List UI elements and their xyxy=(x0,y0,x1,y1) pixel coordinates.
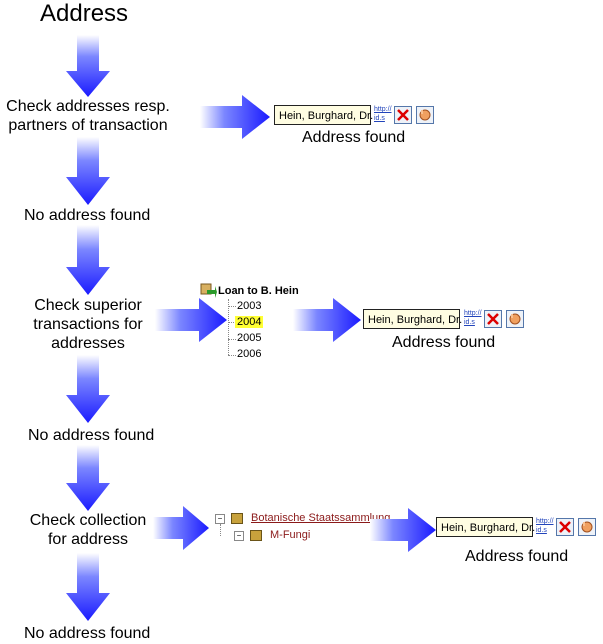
step-check-transaction-partners: Check addresses resp. partners of transa… xyxy=(6,98,170,134)
delete-button[interactable] xyxy=(394,106,412,124)
delete-x-icon xyxy=(487,313,499,325)
right-arrow-5 xyxy=(370,508,436,552)
hyperlink-bottom[interactable]: id.s xyxy=(536,527,547,534)
no-address-label-3: No address found xyxy=(24,625,151,642)
delete-button[interactable] xyxy=(556,518,574,536)
step-check-superior-transactions: Check superior transactions for addresse… xyxy=(33,297,143,352)
hand-icon xyxy=(581,521,593,533)
transaction-tree-root[interactable]: Loan to B. Hein xyxy=(218,285,299,297)
right-arrow-4 xyxy=(153,506,209,550)
hand-icon xyxy=(419,109,431,121)
delete-x-icon xyxy=(397,109,409,121)
year-item-2005[interactable]: 2005 xyxy=(237,332,262,344)
down-arrow-1 xyxy=(66,35,110,97)
collection-root-link[interactable]: Botanische Staatssammlung xyxy=(251,512,391,524)
subcollection-folder-icon xyxy=(250,530,262,541)
edit-button[interactable] xyxy=(416,106,434,124)
collapse-icon[interactable]: − xyxy=(234,531,244,541)
address-field[interactable]: Hein, Burghard, Dr. xyxy=(363,309,462,329)
hyperlink-bottom[interactable]: id.s xyxy=(464,319,475,326)
address-field[interactable]: Hein, Burghard, Dr. xyxy=(274,105,373,125)
edit-button[interactable] xyxy=(506,310,524,328)
address-found-label: Address found xyxy=(465,548,569,565)
right-arrow-3 xyxy=(293,298,361,342)
step-check-collection: Check collection for address xyxy=(29,512,147,548)
right-arrow-2 xyxy=(155,298,227,342)
transaction-tree-icon xyxy=(200,283,217,298)
collection-folder-icon xyxy=(231,513,243,524)
down-arrow-5 xyxy=(66,445,110,511)
no-address-label-1: No address found xyxy=(24,207,151,224)
hand-icon xyxy=(509,313,521,325)
down-arrow-6 xyxy=(66,553,110,621)
no-address-label-2: No address found xyxy=(28,427,155,444)
down-arrow-3 xyxy=(66,225,110,295)
year-item-2003[interactable]: 2003 xyxy=(237,300,262,312)
collapse-icon[interactable]: − xyxy=(215,514,225,524)
address-found-label: Address found xyxy=(392,334,496,351)
delete-x-icon xyxy=(559,521,571,533)
down-arrow-2 xyxy=(66,137,110,205)
address-field[interactable]: Hein, Burghard, Dr. xyxy=(436,517,535,537)
address-found-label: Address found xyxy=(302,129,406,146)
delete-button[interactable] xyxy=(484,310,502,328)
year-item-2004-selected[interactable]: 2004 xyxy=(235,316,264,328)
hyperlink-top[interactable]: http:// xyxy=(536,518,554,525)
hyperlink-top[interactable]: http:// xyxy=(464,310,482,317)
edit-button[interactable] xyxy=(578,518,596,536)
down-arrow-4 xyxy=(66,355,110,423)
year-item-2006[interactable]: 2006 xyxy=(237,348,262,360)
collection-child[interactable]: M-Fungi xyxy=(270,529,311,541)
hyperlink-bottom[interactable]: id.s xyxy=(374,115,385,122)
page-title: Address xyxy=(40,0,129,27)
hyperlink-top[interactable]: http:// xyxy=(374,106,392,113)
right-arrow-1 xyxy=(200,95,270,139)
